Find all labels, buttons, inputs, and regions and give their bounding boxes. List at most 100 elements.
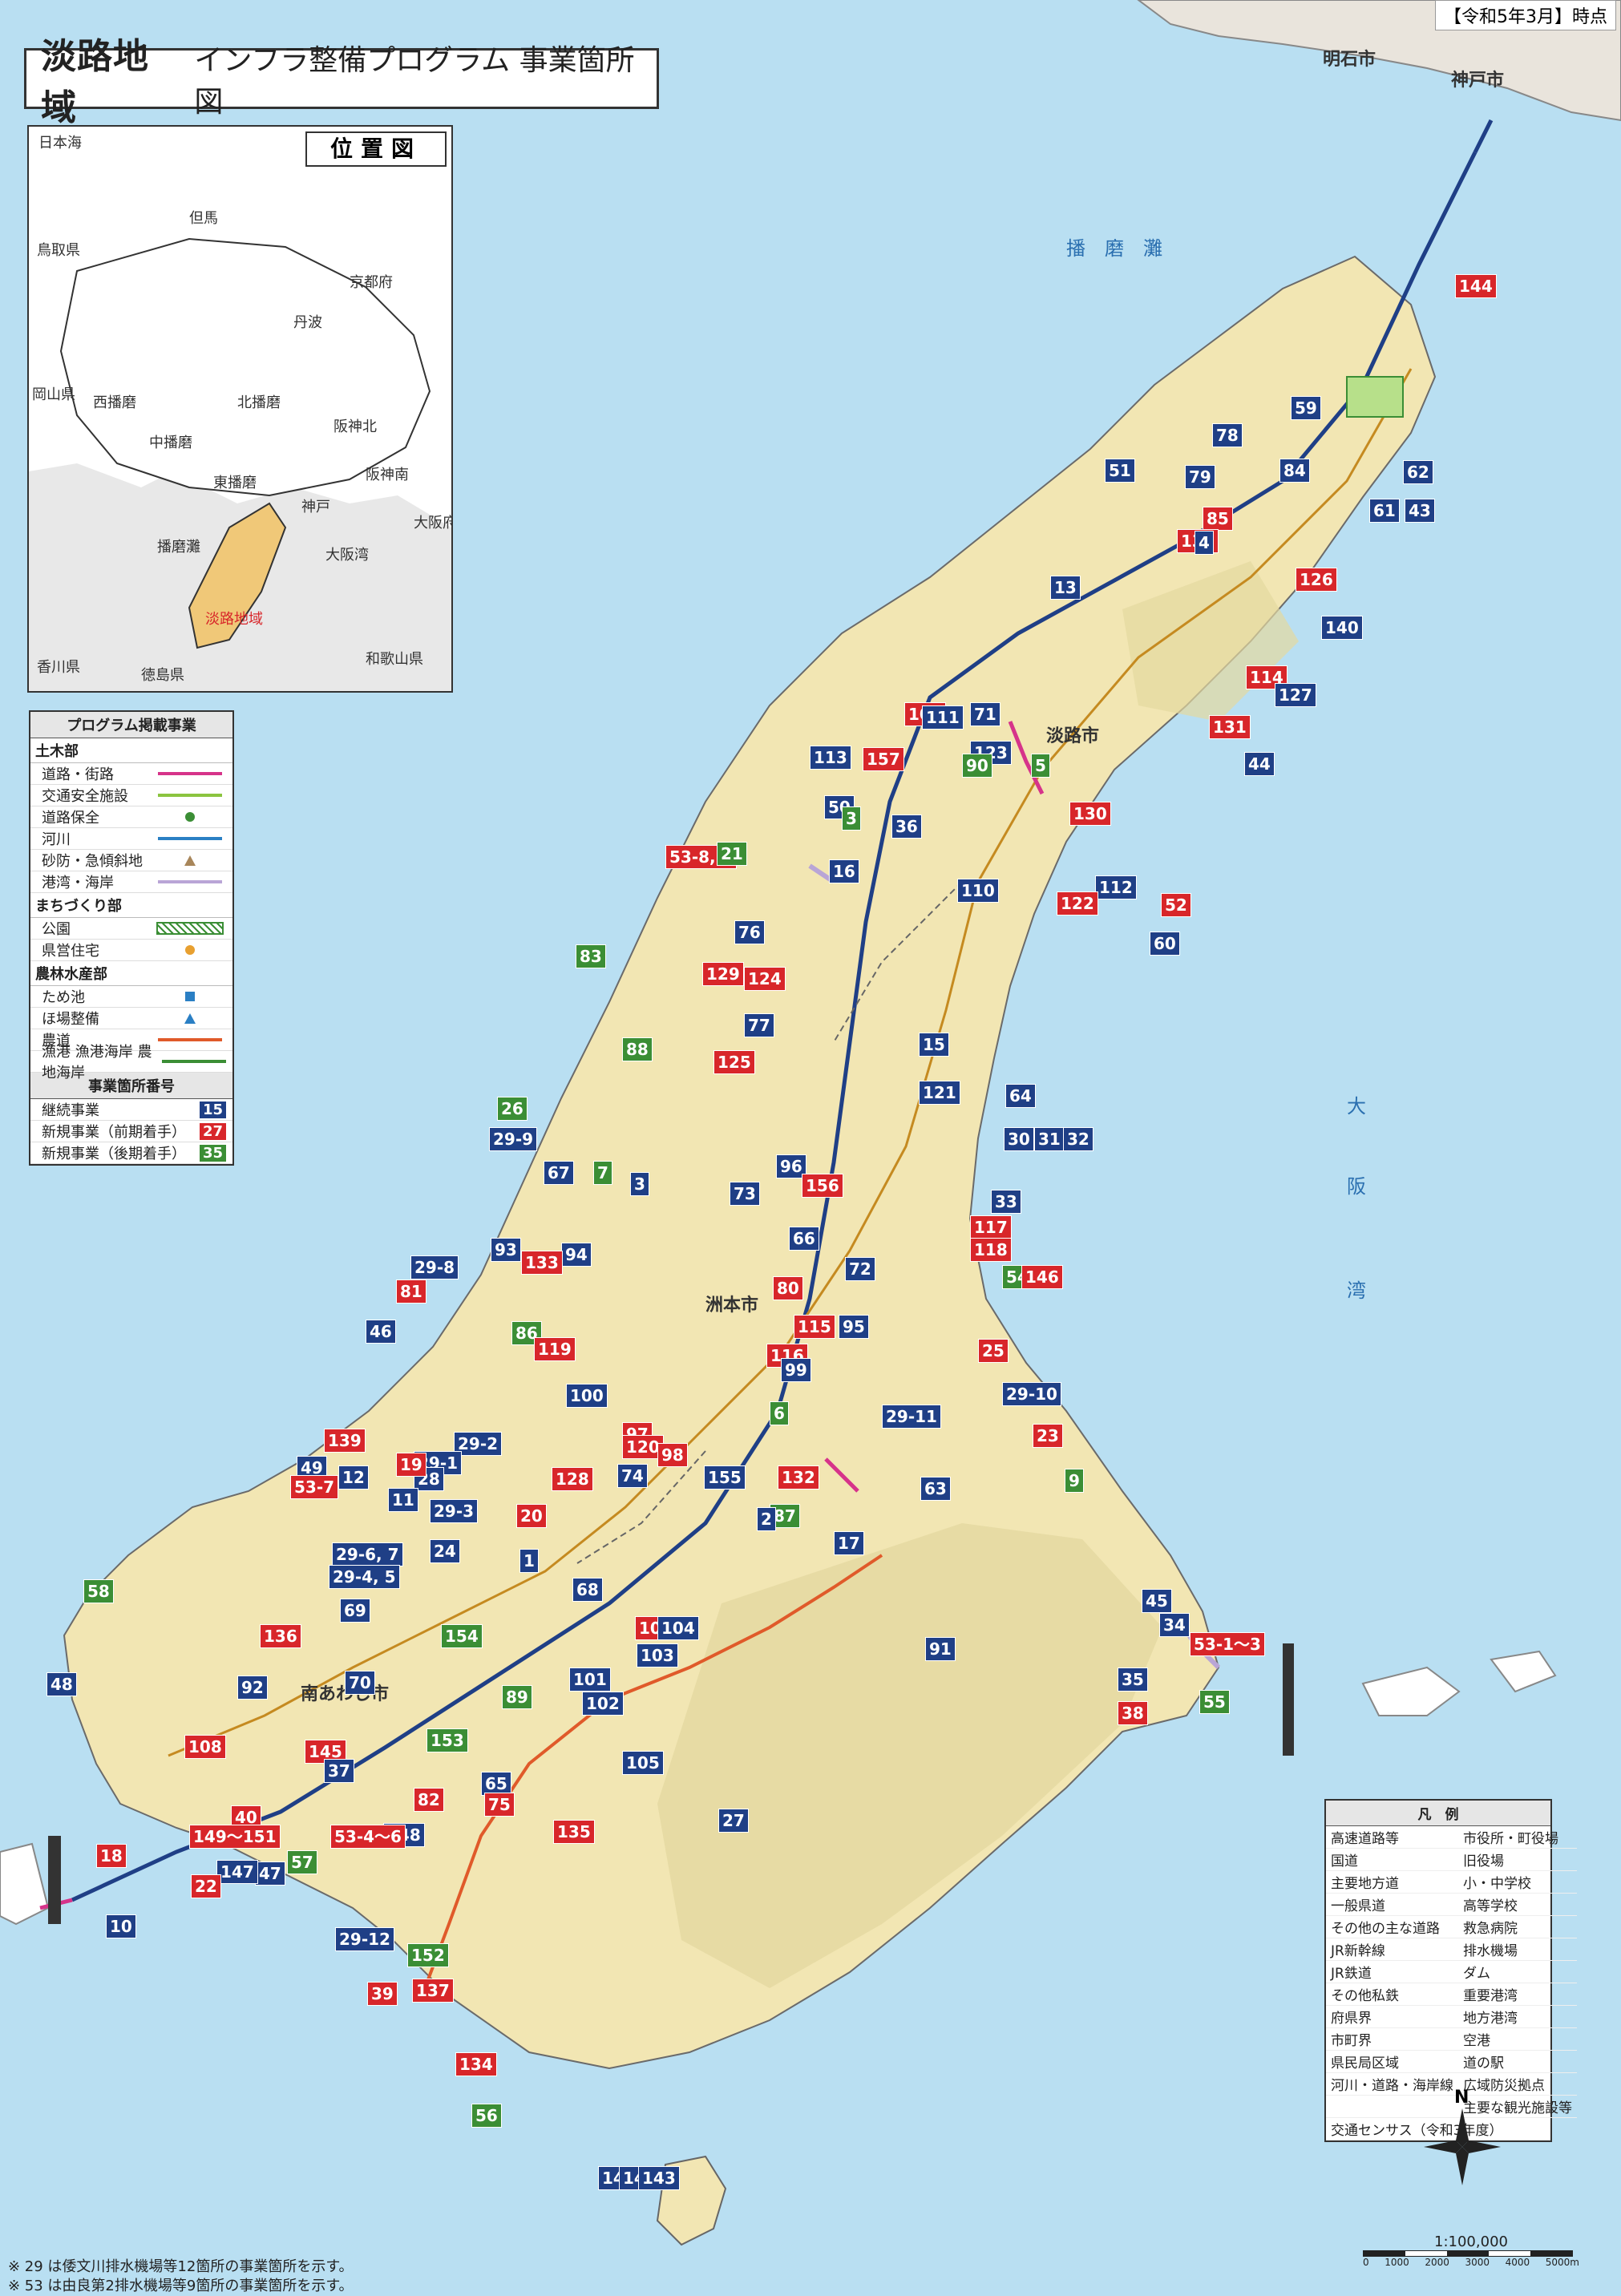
project-number-label[interactable]: 126	[1296, 568, 1337, 592]
project-number-label[interactable]: 29-9	[489, 1127, 538, 1151]
project-number-label[interactable]: 100	[566, 1384, 608, 1408]
project-number-label[interactable]: 70	[345, 1671, 375, 1695]
project-number-label[interactable]: 19	[396, 1453, 426, 1477]
project-number-label[interactable]: 56	[471, 2104, 502, 2128]
project-number-label[interactable]: 58	[83, 1579, 114, 1603]
project-number-label[interactable]: 52	[1161, 893, 1191, 917]
project-number-label[interactable]: 33	[991, 1190, 1021, 1214]
project-number-label[interactable]: 118	[970, 1238, 1012, 1262]
project-number-label[interactable]: 9	[1065, 1469, 1084, 1493]
project-number-label[interactable]: 22	[191, 1874, 221, 1898]
project-number-label[interactable]: 136	[260, 1624, 301, 1648]
project-number-label[interactable]: 15	[919, 1033, 949, 1057]
project-number-label[interactable]: 94	[561, 1243, 592, 1267]
project-number-label[interactable]: 75	[484, 1793, 515, 1817]
project-number-label[interactable]: 119	[534, 1337, 576, 1361]
project-number-label[interactable]: 81	[396, 1279, 426, 1304]
project-number-label[interactable]: 21	[717, 842, 747, 866]
project-number-label[interactable]: 51	[1105, 459, 1135, 483]
project-number-label[interactable]: 29-12	[335, 1927, 394, 1951]
project-number-label[interactable]: 132	[778, 1465, 819, 1490]
project-number-label[interactable]: 24	[430, 1539, 460, 1563]
project-number-label[interactable]: 3	[630, 1172, 649, 1196]
project-number-label[interactable]: 27	[718, 1809, 749, 1833]
project-number-label[interactable]: 5	[1031, 754, 1050, 778]
project-number-label[interactable]: 133	[521, 1251, 563, 1275]
project-number-label[interactable]: 37	[324, 1759, 354, 1783]
project-number-label[interactable]: 154	[441, 1624, 483, 1648]
project-number-label[interactable]: 98	[657, 1443, 688, 1467]
project-number-label[interactable]: 20	[516, 1504, 547, 1528]
project-number-label[interactable]: 29-8	[410, 1255, 459, 1279]
project-number-label[interactable]: 137	[412, 1979, 454, 2003]
project-number-label[interactable]: 32	[1063, 1127, 1093, 1151]
project-number-label[interactable]: 47	[255, 1861, 285, 1886]
project-number-label[interactable]: 62	[1403, 460, 1433, 484]
project-number-label[interactable]: 45	[1142, 1589, 1172, 1613]
project-number-label[interactable]: 53-1～3	[1190, 1632, 1265, 1656]
project-number-label[interactable]: 29-6, 7	[332, 1542, 403, 1566]
project-number-label[interactable]: 76	[734, 920, 765, 944]
project-number-label[interactable]: 65	[481, 1772, 511, 1796]
project-number-label[interactable]: 29-4, 5	[329, 1565, 400, 1589]
project-number-label[interactable]: 84	[1279, 459, 1310, 483]
project-number-label[interactable]: 59	[1291, 396, 1321, 420]
project-number-label[interactable]: 64	[1005, 1084, 1036, 1108]
project-number-label[interactable]: 25	[978, 1339, 1009, 1363]
project-number-label[interactable]: 85	[1203, 507, 1233, 531]
project-number-label[interactable]: 153	[426, 1728, 468, 1752]
project-number-label[interactable]: 120	[622, 1435, 664, 1459]
project-number-label[interactable]: 147	[216, 1860, 258, 1884]
project-number-label[interactable]: 95	[839, 1315, 869, 1339]
project-number-label[interactable]: 108	[184, 1735, 226, 1759]
project-number-label[interactable]: 143	[638, 2166, 680, 2190]
project-number-label[interactable]: 66	[789, 1227, 819, 1251]
project-number-label[interactable]: 139	[324, 1429, 366, 1453]
project-number-label[interactable]: 131	[1209, 715, 1251, 739]
project-number-label[interactable]: 156	[802, 1174, 843, 1198]
project-number-label[interactable]: 125	[713, 1050, 755, 1074]
project-number-label[interactable]: 80	[773, 1276, 803, 1300]
project-number-label[interactable]: 103	[637, 1643, 678, 1667]
project-number-label[interactable]: 102	[582, 1692, 624, 1716]
project-number-label[interactable]: 122	[1057, 891, 1098, 916]
project-number-label[interactable]: 90	[962, 754, 992, 778]
project-number-label[interactable]: 127	[1275, 683, 1316, 707]
project-number-label[interactable]: 146	[1021, 1265, 1063, 1289]
project-number-label[interactable]: 13	[1050, 576, 1081, 600]
project-number-label[interactable]: 63	[920, 1477, 951, 1501]
project-number-label[interactable]: 35	[1118, 1667, 1148, 1692]
project-number-label[interactable]: 55	[1199, 1690, 1230, 1714]
project-number-label[interactable]: 105	[622, 1751, 664, 1775]
project-number-label[interactable]: 99	[781, 1358, 811, 1382]
project-number-label[interactable]: 4	[1195, 531, 1214, 555]
project-number-label[interactable]: 30	[1004, 1127, 1034, 1151]
project-number-label[interactable]: 23	[1033, 1424, 1063, 1448]
project-number-label[interactable]: 71	[970, 702, 1000, 726]
project-number-label[interactable]: 112	[1095, 875, 1137, 899]
project-number-label[interactable]: 17	[834, 1531, 864, 1555]
project-number-label[interactable]: 36	[891, 815, 922, 839]
project-number-label[interactable]: 124	[744, 967, 786, 991]
project-number-label[interactable]: 93	[491, 1238, 521, 1262]
project-number-label[interactable]: 77	[744, 1013, 774, 1037]
project-number-label[interactable]: 74	[617, 1464, 648, 1488]
project-number-label[interactable]: 72	[845, 1257, 875, 1281]
project-number-label[interactable]: 128	[552, 1467, 593, 1491]
project-number-label[interactable]: 89	[502, 1685, 532, 1709]
project-number-label[interactable]: 111	[922, 705, 964, 730]
project-number-label[interactable]: 1	[519, 1549, 539, 1573]
project-number-label[interactable]: 92	[237, 1676, 268, 1700]
project-number-label[interactable]: 82	[414, 1788, 444, 1812]
project-number-label[interactable]: 140	[1321, 616, 1363, 640]
project-number-label[interactable]: 29-3	[430, 1499, 479, 1523]
project-number-label[interactable]: 6	[770, 1401, 789, 1425]
project-number-label[interactable]: 46	[366, 1320, 396, 1344]
project-number-label[interactable]: 12	[338, 1465, 369, 1490]
project-number-label[interactable]: 134	[455, 2052, 497, 2076]
project-number-label[interactable]: 96	[776, 1154, 806, 1178]
project-number-label[interactable]: 16	[829, 859, 859, 883]
project-number-label[interactable]: 78	[1212, 423, 1243, 447]
project-number-label[interactable]: 73	[730, 1182, 760, 1206]
project-number-label[interactable]: 28	[414, 1467, 444, 1491]
